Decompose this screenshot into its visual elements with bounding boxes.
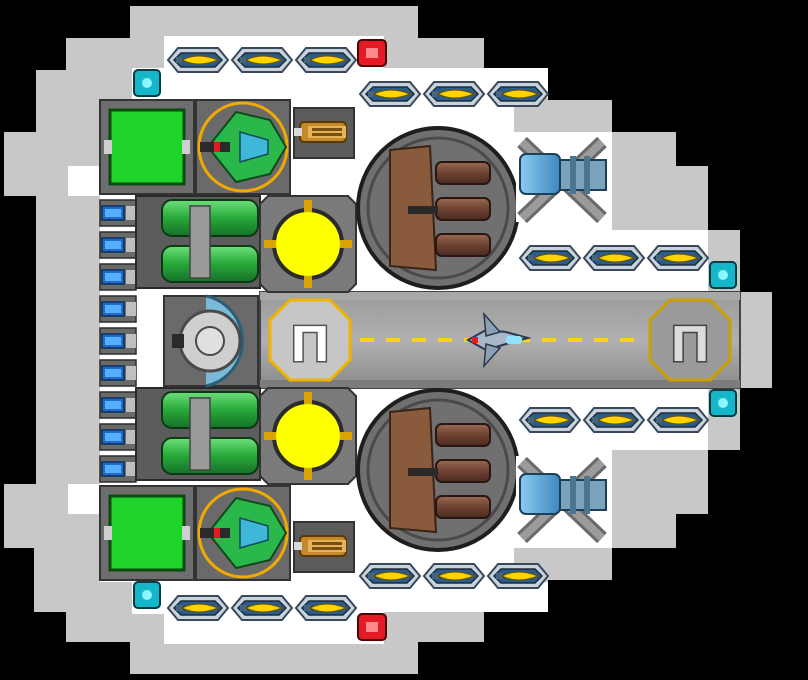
power-cell-red-bottom[interactable] — [357, 613, 387, 641]
fighter-bay-row-bottom-2[interactable] — [359, 563, 549, 589]
shield-cell-cyan-1[interactable] — [133, 69, 161, 97]
runway[interactable]: П П — [259, 291, 741, 389]
launch-pad-left[interactable]: П — [268, 298, 352, 382]
thruster-stack[interactable] — [99, 199, 137, 483]
engine-icon-bottom[interactable] — [516, 456, 608, 544]
fighter-bay-row-right-bottom[interactable] — [519, 407, 709, 433]
turret-icon-top[interactable] — [195, 99, 291, 195]
cargo-icon-top[interactable] — [99, 99, 195, 195]
fighter-bay-row-top-2[interactable] — [359, 81, 549, 107]
fighter-bay-row-bottom[interactable] — [167, 595, 357, 621]
small-turret-top[interactable] — [293, 107, 355, 159]
cannon-icon-top[interactable] — [356, 126, 520, 290]
shield-cell-cyan-2[interactable] — [133, 581, 161, 609]
shield-cell-cyan-4[interactable] — [709, 389, 737, 417]
reactor-icon-bottom[interactable] — [259, 387, 357, 485]
pad-glyph-right: П — [669, 316, 711, 374]
pad-glyph-left: П — [289, 316, 331, 374]
fuel-tank-top[interactable] — [135, 195, 261, 289]
small-turret-bottom[interactable] — [293, 521, 355, 573]
engine-icon-top[interactable] — [516, 136, 608, 224]
shield-cell-cyan-3[interactable] — [709, 261, 737, 289]
power-cell-red-top[interactable] — [357, 39, 387, 67]
turret-icon-bottom[interactable] — [195, 485, 291, 581]
cannon-icon-bottom[interactable] — [356, 388, 520, 552]
reactor-icon-top[interactable] — [259, 195, 357, 293]
launch-pad-right[interactable]: П — [648, 298, 732, 382]
fighter-icon[interactable] — [465, 311, 532, 369]
fighter-bay-row-right-top[interactable] — [519, 245, 709, 271]
shield-generator[interactable] — [163, 294, 259, 388]
cargo-icon-bottom[interactable] — [99, 485, 195, 581]
fighter-bay-row-top[interactable] — [167, 47, 357, 73]
fuel-tank-bottom[interactable] — [135, 387, 261, 481]
